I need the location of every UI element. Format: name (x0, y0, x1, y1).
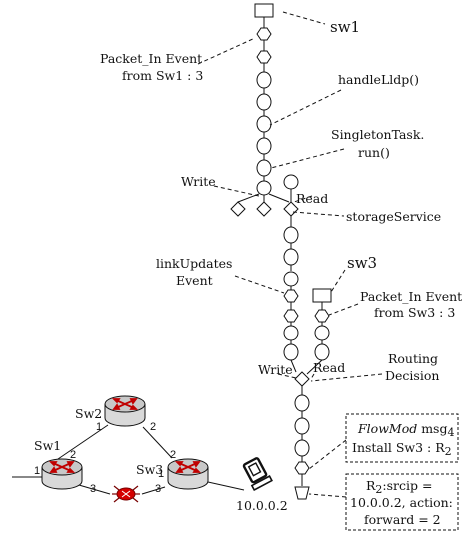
switch-label-sw1: Sw1 (34, 438, 61, 453)
switch-label-sw2: Sw2 (75, 406, 102, 421)
flowmod-output-trapezoid (294, 486, 310, 500)
rule-callout: R2:srcip = 10.0.0.2, action: forward = 2 (345, 473, 459, 531)
port-sw3-left: 1 (158, 468, 164, 480)
singleton-task-label-line2: run() (358, 145, 390, 160)
ellipse-node (294, 417, 310, 435)
storage-write-diamond (230, 201, 246, 217)
ellipse-node (256, 71, 272, 89)
router-switch-icon (104, 395, 146, 427)
port-sw2-right: 2 (150, 421, 156, 433)
write-label-1: Write (181, 174, 216, 189)
storage-service-label: storageService (346, 209, 441, 224)
link-updates-label-line1: linkUpdates (156, 256, 232, 271)
host-ip-label: 10.0.0.2 (236, 498, 288, 513)
port-sw1-left: 1 (34, 465, 40, 477)
flowmod-line2: Install Sw3 : R2 (352, 440, 452, 458)
router-switch-icon (41, 458, 83, 490)
switch-sw3: Sw3 (136, 458, 209, 490)
link-updates-label-line2: Event (176, 273, 213, 288)
packet-in-sw1-label-line1: Packet_In Event (100, 51, 202, 66)
port-sw1-bottom: 3 (90, 483, 96, 495)
rule-line1: R2:srcip = (366, 478, 432, 496)
sw1-start-node (254, 3, 274, 18)
ellipse-node (283, 226, 299, 244)
read-label-2: Read (313, 360, 345, 375)
ellipse-node (256, 159, 272, 177)
link-failure-bug-icon (112, 485, 140, 503)
ellipse-node (256, 180, 272, 196)
hexagon-node (283, 309, 299, 323)
network-topology: Sw2 Sw1 Sw3 1 2 3 1 2 2 1 3 (12, 395, 288, 513)
switch-sw1: Sw1 (34, 438, 83, 490)
switch-sw2: Sw2 (75, 395, 146, 427)
flow-chain-right (283, 174, 332, 500)
port-sw3-bottom: 3 (155, 483, 161, 495)
rule-box (345, 473, 459, 531)
routing-decision-label-line1: Routing (388, 351, 438, 366)
packet-in-sw3-label-line2: from Sw3 : 3 (374, 305, 455, 320)
ellipse-node (314, 325, 330, 341)
hexagon-node (283, 289, 299, 303)
packet-in-sw1-label-line2: from Sw1 : 3 (122, 68, 203, 83)
hexagon-node (256, 50, 272, 64)
rule-line2: 10.0.0.2, action: (350, 495, 453, 510)
sw3-start-node (312, 288, 332, 303)
flowmod-line1: FlowMod msg4 (357, 421, 454, 439)
singleton-task-label-line1: SingletonTask. (331, 127, 424, 142)
routing-decision-label-line2: Decision (385, 368, 439, 383)
read-label-1: Read (296, 191, 328, 206)
ellipse-node (256, 93, 272, 111)
annotation-leaders (197, 11, 383, 498)
sw3-label: sw3 (347, 254, 377, 272)
ellipse-node (256, 137, 272, 155)
handle-lldp-label: handleLldp() (338, 72, 419, 87)
hexagon-node (294, 461, 310, 475)
port-sw2-left: 1 (96, 421, 102, 433)
sw1-label: sw1 (330, 18, 360, 36)
hexagon-node (256, 27, 272, 41)
write-label-2: Write (258, 362, 293, 377)
ellipse-node (314, 343, 330, 361)
ellipse-node (256, 115, 272, 133)
router-switch-icon (167, 458, 209, 490)
flowmod-box (345, 413, 459, 463)
ellipse-node (283, 271, 299, 287)
ellipse-node (283, 343, 299, 361)
storage-write-diamond (256, 201, 272, 217)
switch-label-sw3: Sw3 (136, 462, 163, 477)
rule-line3: forward = 2 (364, 512, 441, 527)
ellipse-node (283, 248, 299, 266)
ellipse-node (283, 174, 299, 190)
flow-chain-left (230, 3, 290, 217)
hexagon-node (314, 309, 330, 323)
ellipse-node (283, 325, 299, 341)
port-sw3-top: 2 (170, 449, 176, 461)
flowmod-callout: FlowMod msg4 Install Sw3 : R2 (345, 413, 459, 463)
ellipse-node (294, 394, 310, 412)
ellipse-node (294, 439, 310, 457)
packet-in-sw3-label-line1: Packet_In Event (360, 289, 462, 304)
port-sw1-top: 2 (70, 449, 76, 461)
host-computer-icon (242, 457, 273, 492)
routing-decision-diamond (294, 371, 310, 387)
